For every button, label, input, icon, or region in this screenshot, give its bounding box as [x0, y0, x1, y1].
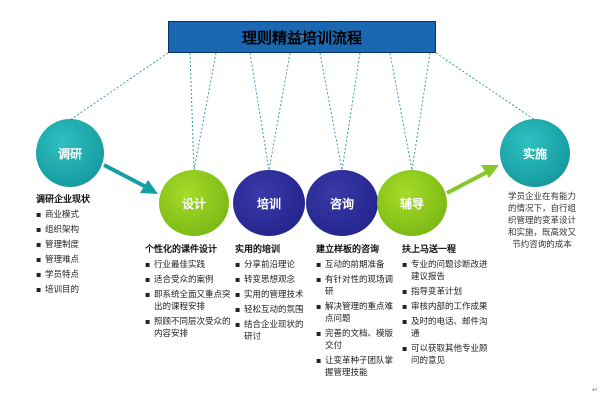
list-item: 学员特点 — [36, 269, 128, 281]
research-heading: 调研企业现状 — [36, 195, 91, 205]
list-item: 有针对性的现场调研 — [316, 274, 398, 298]
design-column: 个性化的课件设计 行业最佳实践 适合受众的案例 即系统全面又重点突出的课程安排 … — [145, 244, 233, 343]
arrow-start-to-design — [103, 163, 158, 194]
coaching-heading: 扶上马送一程 — [402, 245, 457, 255]
list-item: 审核内部的工作成果 — [402, 301, 494, 313]
stage-research: 调研 — [36, 119, 104, 187]
list-item: 解决管理的重点难点问题 — [316, 301, 398, 325]
list-item: 管理制度 — [36, 239, 128, 251]
consulting-heading: 建立样板的咨询 — [316, 245, 380, 255]
coaching-column: 扶上马送一程 专业的问题诊断改进建议报告 指导变革计划 审核内部的工作成果 及时… — [402, 244, 494, 370]
list-item: 商业模式 — [36, 209, 128, 221]
stage-implementation: 实施 — [500, 119, 570, 187]
process-title: 理则精益培训流程 ↵ — [168, 21, 436, 53]
training-column: 实用的培训 分享前沿理论 转变思想观念 实用的管理技术 轻松互动的氛围 结合企业… — [235, 244, 309, 346]
list-item: 分享前沿理论 — [235, 259, 309, 271]
list-item: 互动的前期准备 — [316, 259, 398, 271]
return-mark: ↵ — [592, 386, 598, 394]
stage-design-label: 设计 — [181, 196, 206, 211]
list-item: 及时的电话、邮件沟通 — [402, 316, 494, 340]
list-item: 行业最佳实践 — [145, 259, 233, 271]
list-item: 管理难点 — [36, 254, 128, 266]
list-item: 适合受众的案例 — [145, 274, 233, 286]
stage-implementation-label: 实施 — [522, 146, 547, 161]
list-item: 可以获取其他专业顾问的意见 — [402, 343, 494, 367]
list-item: 组织架构 — [36, 224, 128, 236]
list-item: 照顾不同层次受众的内容安排 — [145, 316, 233, 340]
list-item: 培训目的 — [36, 284, 128, 296]
return-mark: ↵ — [299, 33, 305, 41]
stage-training-label: 培训 — [256, 196, 281, 211]
list-item: 即系统全面又重点突出的课程安排 — [145, 289, 233, 313]
list-item: 指导变革计划 — [402, 286, 494, 298]
list-item: 专业的问题诊断改进建议报告 — [402, 259, 494, 283]
list-item: 完善的文档、模版交付 — [316, 328, 398, 352]
design-heading: 个性化的课件设计 — [145, 245, 218, 255]
stage-coaching-label: 辅导 — [399, 196, 424, 211]
list-item: 轻松互动的氛围 — [235, 304, 309, 316]
stage-research-label: 调研 — [57, 146, 82, 161]
arrow-coach-to-implement — [446, 165, 499, 195]
stage-coaching: 辅导 — [377, 170, 447, 236]
consulting-column: 建立样板的咨询 互动的前期准备 有针对性的现场调研 解决管理的重点难点问题 完善… — [316, 244, 398, 382]
stage-consulting-label: 咨询 — [329, 196, 354, 211]
training-heading: 实用的培训 — [235, 245, 281, 255]
list-item: 结合企业现状的研讨 — [235, 319, 309, 343]
list-item: 实用的管理技术 — [235, 289, 309, 301]
implementation-description: 学员企业在有能力的情况下，自行组织管理的变革设计和实施，既高效又节约咨询的成本 — [508, 192, 577, 250]
research-column: 调研企业现状 商业模式 组织架构 管理制度 管理难点 学员特点 培训目的 — [36, 194, 128, 299]
stage-design: 设计 — [159, 170, 229, 236]
list-item: 转变思想观念 — [235, 274, 309, 286]
stage-consulting: 咨询 — [306, 170, 378, 236]
list-item: 让变革种子团队掌握管理技能 — [316, 355, 398, 379]
stage-training: 培训 — [233, 170, 305, 236]
process-title-text: 理则精益培训流程 — [241, 28, 362, 47]
